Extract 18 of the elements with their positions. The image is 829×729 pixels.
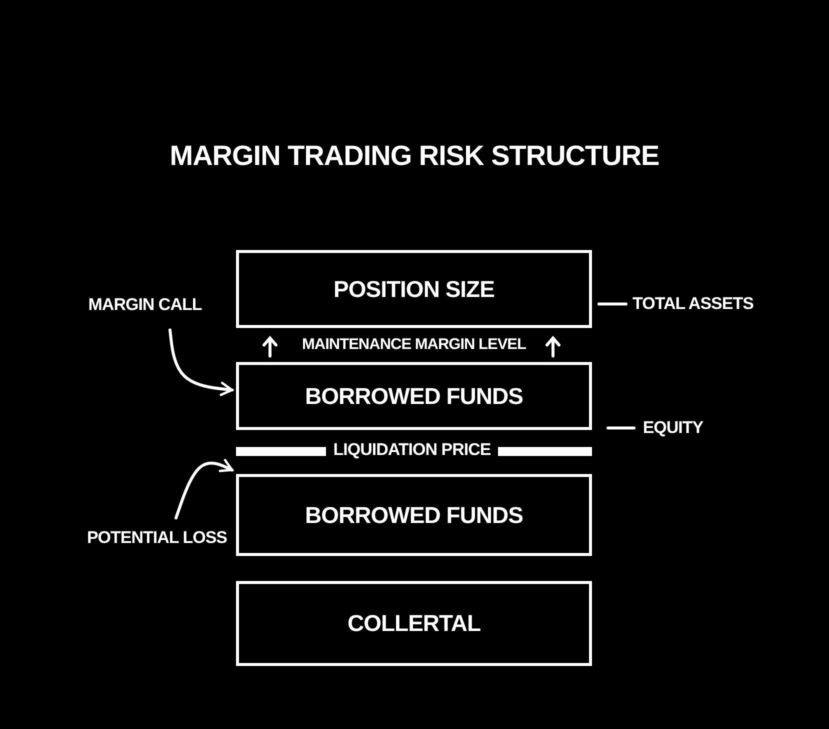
side-label: EQUITY	[642, 418, 704, 438]
layer-box	[236, 474, 592, 556]
leader-line	[606, 426, 636, 430]
side-label: POTENTIAL LOSS	[86, 528, 228, 548]
layer-box	[236, 362, 592, 430]
price-label: LIQUIDATION PRICE	[332, 440, 492, 460]
side-label: MARGIN CALL	[88, 295, 202, 315]
side-label: TOTAL ASSETS	[632, 294, 754, 314]
layer-box	[236, 581, 592, 666]
layer-box	[236, 250, 592, 328]
diagram-title: MARGIN TRADING RISK STRUCTURE	[168, 140, 660, 172]
curved-arrow	[168, 328, 234, 396]
curved-arrow	[174, 458, 234, 520]
box-label: POSITION SIZE	[334, 276, 494, 302]
box-label: COLLERTAL	[347, 610, 481, 637]
box-label: BORROWED FUNDS	[305, 382, 523, 410]
level-label: MAINTENANCE MARGIN LEVEL	[301, 336, 527, 354]
box-label: BORROWED FUNDS	[305, 502, 523, 528]
